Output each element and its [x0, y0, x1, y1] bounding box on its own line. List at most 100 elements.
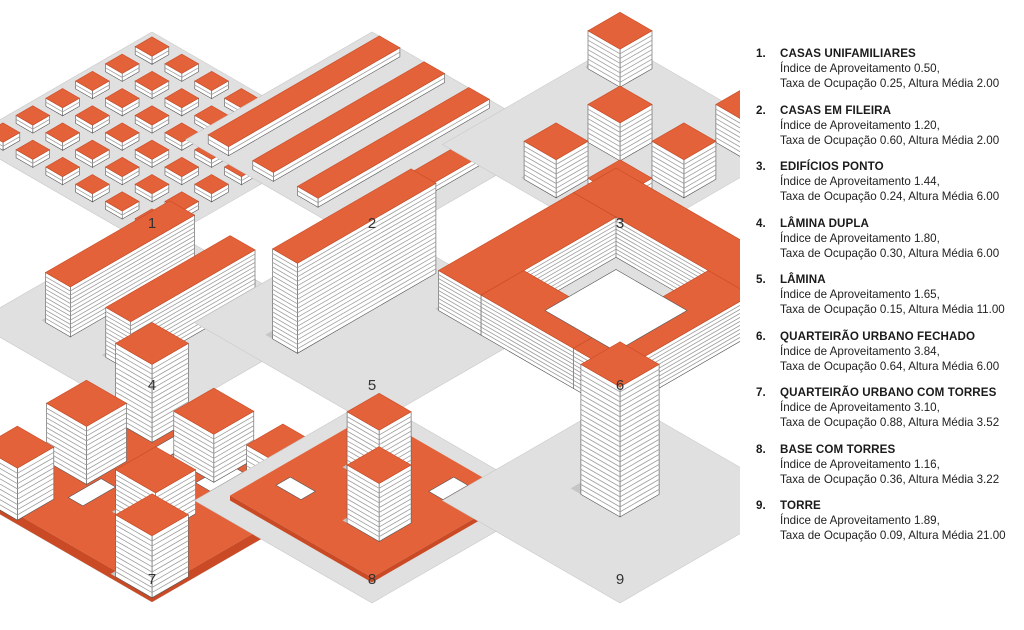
legend-occupancy: Taxa de Ocupação 0.15, Altura Média 11.0…	[780, 303, 1005, 316]
typology-diagram: 1 2 3 4 5 6 7 8 9	[0, 11, 740, 604]
legend-item-8: 8.BASE COM TORRES Índice de Aproveitamen…	[756, 442, 1018, 487]
courtyard-opening	[428, 476, 469, 500]
typology-7-block-with-towers	[0, 322, 335, 603]
legend-number: 1.	[756, 47, 766, 60]
house-block	[194, 174, 229, 203]
legend-occupancy: Taxa de Ocupação 0.64, Altura Média 6.00	[780, 359, 1000, 373]
legend-item-1: 1. CASAS UNIFAMILIARES Índice de Aproveit…	[756, 46, 1018, 91]
legend-occupancy: Taxa de Ocupação 0.60, Altura Média 2.00	[780, 133, 1000, 147]
typology-9-tower	[441, 341, 740, 604]
legend-title: LÂMINA DUPLA	[780, 216, 870, 230]
legend-occupancy: Taxa de Ocupação 0.09, Altura Média 21.0…	[780, 529, 1006, 542]
legend-number: 5.	[756, 273, 766, 286]
legend-title: LÂMINA	[780, 273, 826, 286]
house-block	[15, 105, 51, 134]
legend-item-9: 9. TORRE Índice de Aproveitamento 1.89, T…	[756, 498, 1018, 543]
legend-occupancy: Taxa de Ocupação 0.24, Altura Média 6.00	[780, 190, 1000, 203]
tower-building	[346, 446, 412, 543]
legend-index: Índice de Aproveitamento 1.89,	[780, 514, 940, 527]
legend-item-2: 2. CASAS EM FILEIRA Índice de Aproveitame…	[756, 103, 1018, 148]
typology-legend: 1. CASAS UNIFAMILIARES Índice de Aproveit…	[756, 46, 1018, 555]
typology-3-point-buildings	[441, 11, 740, 248]
row-house-block	[296, 87, 490, 208]
house-block	[194, 70, 229, 100]
point-building	[587, 11, 653, 88]
legend-title: TORRE	[780, 499, 821, 512]
house-block	[104, 88, 140, 117]
house-block	[134, 36, 170, 65]
house-block	[134, 70, 170, 100]
legend-title: QUARTEIRÃO URBANO FECHADO	[780, 329, 976, 343]
caption-4: 4	[148, 377, 156, 394]
house-block	[0, 122, 21, 151]
point-building	[651, 122, 717, 199]
legend-index: Índice de Aproveitamento 1.44,	[780, 175, 940, 188]
legend-number: 4.	[756, 216, 766, 230]
legend-index: Índice de Aproveitamento 3.10,	[780, 401, 940, 414]
house-block	[164, 88, 200, 117]
point-building	[523, 122, 589, 199]
tower-building	[0, 425, 55, 521]
house-block	[104, 156, 140, 186]
house-block	[164, 156, 200, 186]
house-block	[45, 88, 81, 117]
legend-item-4: 4. LÂMINA DUPLA Índice de Aproveitamento …	[756, 216, 1018, 261]
caption-7: 7	[148, 571, 156, 588]
typology-4-double-slab	[0, 200, 331, 426]
house-block	[104, 191, 140, 220]
legend-number: 8.	[756, 442, 766, 456]
slab-building	[272, 168, 437, 354]
point-building	[715, 90, 740, 157]
house-block	[75, 174, 110, 203]
legend-item-3: 3. EDIFÍCIOS PONTO Índice de Aproveitamen…	[756, 159, 1018, 204]
legend-number: 3.	[756, 160, 766, 173]
legend-number: 6.	[756, 329, 766, 343]
tower-building	[45, 379, 128, 485]
row-house-block	[207, 35, 401, 157]
legend-title: EDIFÍCIOS PONTO	[780, 160, 884, 173]
legend-index: Índice de Aproveitamento 1.20,	[780, 118, 940, 132]
house-block	[75, 105, 110, 134]
house-block	[104, 53, 140, 82]
caption-2: 2	[368, 215, 376, 232]
legend-occupancy: Taxa de Ocupação 0.30, Altura Média 6.00	[780, 246, 1000, 260]
caption-6: 6	[616, 377, 624, 394]
legend-item-6: 6. QUARTEIRÃO URBANO FECHADO Índice de Ap…	[756, 329, 1018, 374]
courtyard-opening	[67, 478, 117, 507]
house-block	[75, 70, 110, 100]
legend-index: Índice de Aproveitamento 0.50,	[780, 62, 940, 75]
legend-index: Índice de Aproveitamento 1.80,	[780, 231, 940, 245]
legend-index: Índice de Aproveitamento 1.65,	[780, 288, 940, 301]
house-block	[45, 122, 80, 151]
house-block	[104, 122, 140, 151]
slab-building	[44, 200, 196, 338]
legend-occupancy: Taxa de Ocupação 0.88, Altura Média 3.52	[780, 416, 1000, 429]
house-block	[134, 105, 170, 134]
legend-title: CASAS UNIFAMILIARES	[780, 47, 916, 60]
legend-index: Índice de Aproveitamento 1.16,	[780, 457, 940, 471]
tower-building	[580, 341, 660, 518]
caption-1: 1	[148, 215, 156, 232]
caption-9: 9	[616, 571, 624, 588]
legend-occupancy: Taxa de Ocupação 0.36, Altura Média 3.22	[780, 472, 1000, 486]
legend-index: Índice de Aproveitamento 3.84,	[780, 344, 940, 358]
house-block	[134, 139, 170, 168]
legend-title: CASAS EM FILEIRA	[780, 103, 892, 117]
legend-item-7: 7. QUARTEIRÃO URBANO COM TORRES Índice de…	[756, 385, 1018, 430]
house-block	[45, 156, 80, 186]
typology-8-podium-with-towers	[193, 392, 551, 604]
house-block	[15, 139, 51, 168]
point-building	[587, 85, 653, 162]
legend-occupancy: Taxa de Ocupação 0.25, Altura Média 2.00	[780, 77, 1000, 90]
courtyard-opening	[275, 476, 316, 500]
caption-5: 5	[368, 377, 376, 394]
legend-item-5: 5.LÂMINA Índice de Aproveitamento 1.65, …	[756, 272, 1018, 317]
legend-title: QUARTEIRÃO URBANO COM TORRES	[780, 386, 997, 399]
house-block	[134, 174, 170, 203]
legend-number: 2.	[756, 103, 766, 117]
legend-number: 9.	[756, 499, 766, 512]
row-house-block	[252, 61, 446, 182]
house-block	[75, 139, 110, 168]
house-block	[164, 53, 200, 82]
legend-number: 7.	[756, 386, 766, 399]
